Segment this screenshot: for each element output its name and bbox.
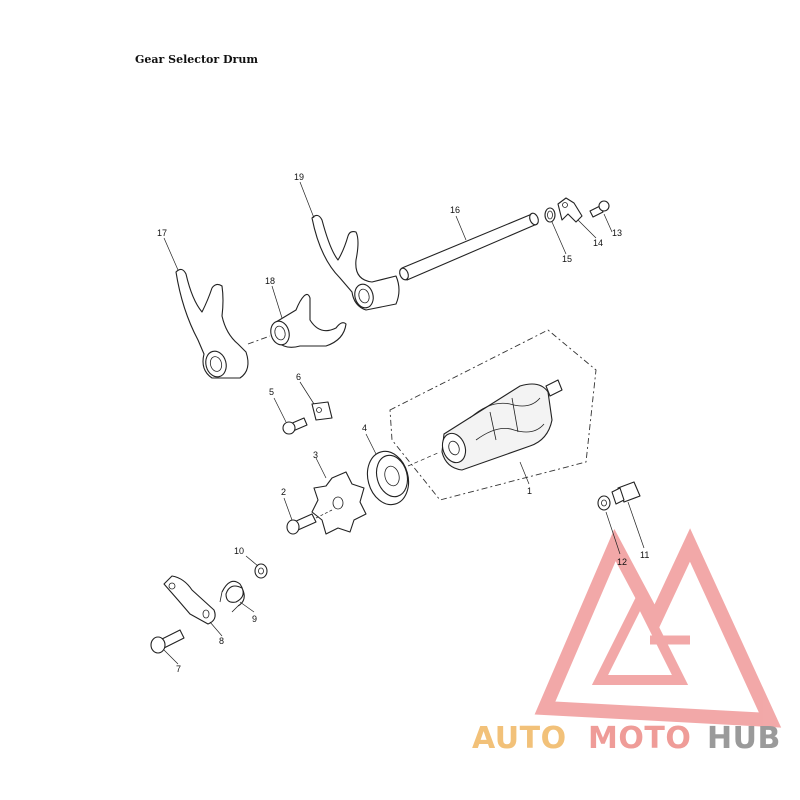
label-6: 6 [296,372,301,382]
part-4-bearing [366,450,410,506]
wordmark-moto: MOTO [588,721,691,756]
part-16-shift-shaft [399,212,539,281]
label-1: 1 [527,486,532,496]
label-19: 19 [294,172,304,182]
part-7-bolt [150,629,185,654]
label-17: 17 [157,228,167,238]
part-12-washer [597,495,611,511]
label-16: 16 [450,205,460,215]
wordmark-hub: HUB [707,721,781,756]
label-7: 7 [176,664,181,674]
part-15-washer [544,207,556,223]
part-labels: 17 19 18 16 13 14 15 1 3 4 2 5 6 10 9 8 … [157,172,649,674]
part-11-plug-bolt [611,481,641,505]
part-19-shift-fork [311,214,400,311]
label-8: 8 [219,636,224,646]
part-10-washer [254,563,268,579]
automotohub-wordmark: AUTO MOTO HUB [472,721,781,756]
label-9: 9 [252,614,257,624]
part-9-spring [219,580,245,613]
part-3-star-cam [311,471,367,535]
label-14: 14 [593,238,603,248]
label-10: 10 [234,546,244,556]
wordmark-auto: AUTO [472,721,567,756]
part-18-shift-fork [270,293,347,348]
label-13: 13 [612,228,622,238]
part-2-bolt [286,509,333,535]
label-5: 5 [269,387,274,397]
part-13-screw [589,200,610,218]
part-5-screw [282,417,308,435]
label-15: 15 [562,254,572,264]
label-2: 2 [281,487,286,497]
part-1-selector-drum [389,329,597,501]
label-3: 3 [313,450,318,460]
automotohub-logo [534,528,782,728]
label-11: 11 [640,550,649,560]
part-17-shift-fork [175,268,249,379]
part-8-detent-arm [163,575,216,625]
part-6-plate [311,401,333,421]
label-18: 18 [265,276,275,286]
leader-lines [163,181,645,665]
part-14-retaining-plate [557,197,583,223]
label-4: 4 [362,423,367,433]
label-12: 12 [617,557,627,567]
diagram-title: Gear Selector Drum [135,53,258,66]
